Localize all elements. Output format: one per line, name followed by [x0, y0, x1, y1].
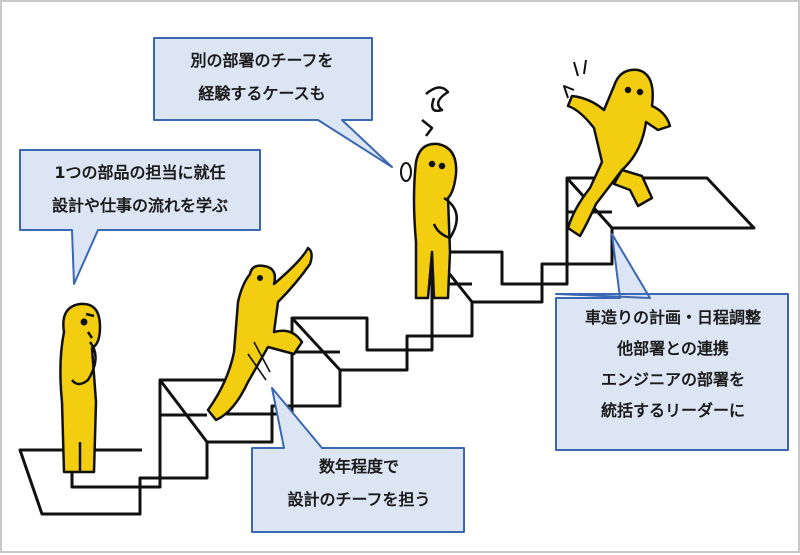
callout-step-1-line-2: 設計や仕事の流れを学ぶ: [51, 196, 228, 215]
callout-bubble-1: [19, 149, 261, 285]
callout-step-3-line-2: 経験するケースも: [198, 84, 326, 103]
callout-step-4-line-4: 統括するリーダーに: [600, 401, 745, 420]
callout-step-4-line-1: 車造りの計画・日程調整: [584, 308, 761, 327]
callout-step-2-line-1: 数年程度で: [318, 457, 399, 476]
callout-step-1-line-1: 1つの部品の担当に就任: [54, 163, 226, 182]
confused-person-icon: [400, 86, 458, 300]
callout-step-2-line-2: 設計のチーフを担う: [287, 490, 431, 509]
thinking-person-icon: [59, 302, 102, 474]
callout-step-4-line-3: エンジニアの部署を: [600, 370, 745, 389]
callout-bubble-4: [251, 387, 465, 533]
celebrating-person-icon: [563, 59, 672, 238]
callout-bubble-2: [153, 37, 393, 168]
callout-step-4: 車造りの計画・日程調整 他部署との連携 エンジニアの部署を 統括するリーダーに: [558, 302, 788, 426]
callout-bubble-3: [555, 233, 789, 451]
callout-step-4-line-2: 他部署との連携: [617, 339, 729, 358]
callout-step-3-line-1: 別の部署のチーフを: [190, 51, 334, 70]
climbing-person-icon: [206, 246, 313, 422]
callout-step-2: 数年程度で 設計のチーフを担う: [254, 450, 464, 516]
callout-step-1: 1つの部品の担当に就任 設計や仕事の流れを学ぶ: [20, 156, 260, 222]
callout-step-3: 別の部署のチーフを 経験するケースも: [152, 44, 372, 110]
callout-bubbles: [19, 37, 789, 533]
